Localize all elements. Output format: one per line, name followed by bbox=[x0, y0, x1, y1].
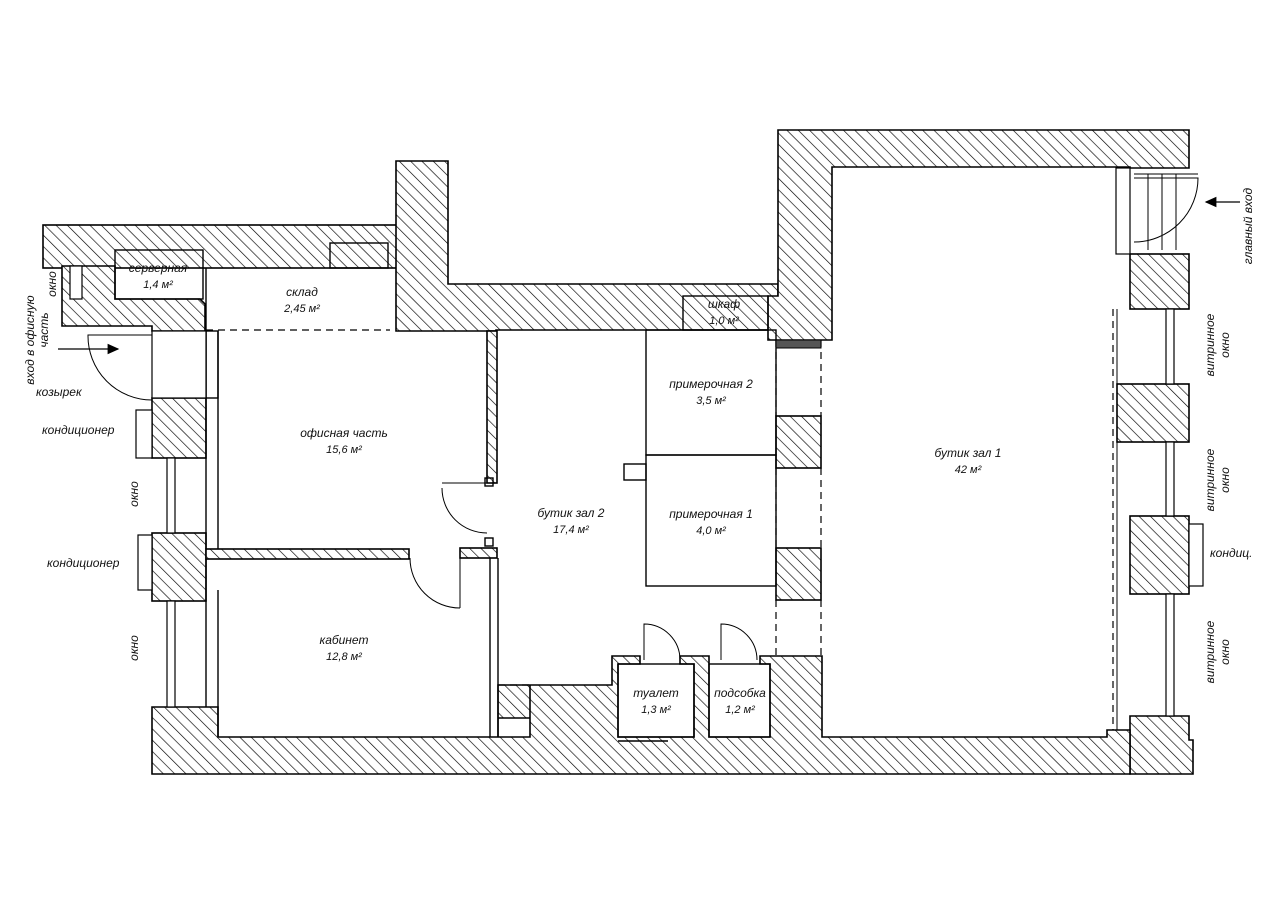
room-utility-area: 1,2 м² bbox=[725, 704, 755, 716]
room-storage-name: склад bbox=[286, 285, 318, 299]
wall-right-2 bbox=[1116, 383, 1190, 443]
room-server-area: 1,4 м² bbox=[143, 279, 173, 291]
wall-left-3 bbox=[151, 532, 207, 602]
room-fitting1-name: примерочная 1 bbox=[669, 507, 753, 521]
shop-window-2 bbox=[1165, 441, 1175, 517]
room-boutique1-name: бутик зал 1 bbox=[935, 446, 1002, 460]
label-window-left-2: окно bbox=[127, 635, 141, 661]
label-window-top-left: окно bbox=[45, 271, 59, 297]
label-canopy: козырек bbox=[36, 385, 83, 399]
shop-window-3 bbox=[1165, 593, 1175, 717]
wall-partition-office-cabinet bbox=[205, 548, 410, 560]
room-fitting2-name: примерочная 2 bbox=[669, 377, 753, 391]
label-window-left-1: окно bbox=[127, 481, 141, 507]
label-shop-window-1b: окно bbox=[1218, 332, 1232, 358]
label-ac-right: кондиц. bbox=[1210, 546, 1252, 560]
window-top-left bbox=[69, 265, 83, 300]
wall-partition-door-stub bbox=[459, 547, 498, 559]
room-wardrobe-area: 1,0 м² bbox=[709, 315, 739, 327]
room-labels: серверная 1,4 м² склад 2,45 м² шкаф 1,0 … bbox=[129, 261, 1002, 716]
window-left-2 bbox=[166, 600, 176, 708]
label-ac-1: кондиционер bbox=[42, 423, 115, 437]
partitions bbox=[114, 242, 1118, 742]
walls bbox=[42, 129, 1194, 775]
wall-right-3 bbox=[1129, 515, 1190, 595]
wall-pier-2 bbox=[775, 547, 822, 601]
wall-partition-vertical bbox=[486, 330, 498, 484]
room-storage-area: 2,45 м² bbox=[283, 303, 320, 315]
room-utility-name: подсобка bbox=[714, 686, 766, 700]
label-shop-window-3a: витринное bbox=[1203, 620, 1217, 683]
room-boutique1-area: 42 м² bbox=[955, 464, 982, 476]
room-cabinet-name: кабинет bbox=[320, 633, 369, 647]
wall-left-2 bbox=[151, 397, 207, 459]
ac-unit-right bbox=[1188, 523, 1204, 587]
main-entrance-frame bbox=[1115, 167, 1131, 255]
room-fitting2-area: 3,5 м² bbox=[696, 395, 726, 407]
label-shop-window-2b: окно bbox=[1218, 467, 1232, 493]
room-toilet-area: 1,3 м² bbox=[641, 704, 671, 716]
wall-top-left bbox=[42, 224, 399, 269]
label-shop-window-1a: витринное bbox=[1203, 313, 1217, 376]
wall-boutique1-top bbox=[767, 129, 1190, 341]
room-wardrobe-name: шкаф bbox=[708, 297, 740, 311]
label-ac-2: кондиционер bbox=[47, 556, 120, 570]
label-shop-window-3b: окно bbox=[1218, 639, 1232, 665]
label-main-entrance: главный вход bbox=[1241, 187, 1255, 264]
label-shop-window-2a: витринное bbox=[1203, 448, 1217, 511]
room-server-name: серверная bbox=[129, 261, 188, 275]
wall-right-1 bbox=[1129, 253, 1190, 310]
ac-unit-left-1 bbox=[135, 409, 153, 459]
label-office-entrance-2: часть bbox=[37, 312, 51, 347]
wall-right-4 bbox=[1129, 715, 1194, 775]
room-cabinet-area: 12,8 м² bbox=[326, 651, 362, 663]
room-boutique2-area: 17,4 м² bbox=[553, 524, 589, 536]
room-fitting1-area: 4,0 м² bbox=[696, 525, 726, 537]
shop-window-1 bbox=[1165, 308, 1175, 385]
doors bbox=[87, 173, 1199, 661]
room-office-area: 15,6 м² bbox=[326, 444, 362, 456]
room-office-name: офисная часть bbox=[300, 426, 388, 440]
annotations: окно вход в офисную часть козырек кондиц… bbox=[23, 187, 1255, 683]
windows bbox=[69, 167, 1204, 717]
wall-pier-1 bbox=[775, 415, 822, 469]
window-left-canopy bbox=[151, 330, 207, 399]
label-office-entrance-1: вход в офисную bbox=[23, 295, 37, 384]
ac-unit-left-2 bbox=[137, 534, 153, 591]
window-left-1 bbox=[166, 457, 176, 534]
room-boutique2-name: бутик зал 2 bbox=[538, 506, 605, 520]
room-toilet-name: туалет bbox=[633, 686, 679, 700]
